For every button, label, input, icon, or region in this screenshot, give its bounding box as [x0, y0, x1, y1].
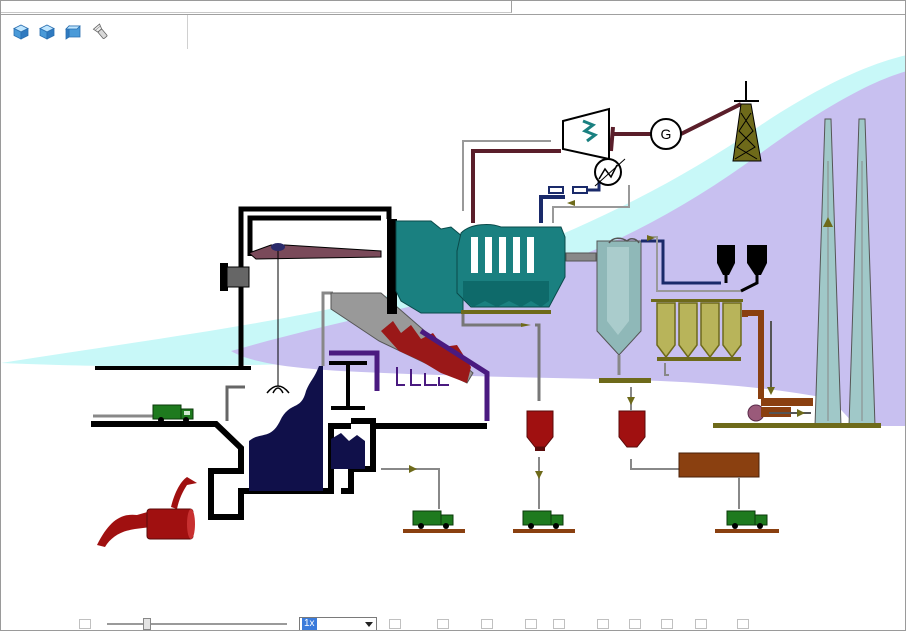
boiler	[387, 219, 565, 314]
slag-pipe	[381, 469, 439, 509]
ash-conveyor	[461, 310, 551, 314]
ash-truck	[513, 511, 575, 533]
crane-trolley	[271, 243, 285, 251]
toolbar	[1, 15, 188, 49]
gear-icon[interactable]	[737, 619, 749, 629]
timeline-slider-track[interactable]	[107, 623, 287, 625]
sludge-feed	[97, 477, 197, 547]
delivery-truck	[153, 405, 193, 423]
feed-chute-marker	[227, 387, 245, 421]
cube-view-button-1[interactable]	[11, 22, 31, 42]
residue-truck	[715, 511, 779, 533]
flue-duct	[566, 253, 596, 261]
flashlight-button[interactable]	[91, 22, 111, 42]
crane-grab	[267, 386, 289, 393]
cube-blue-icon	[65, 24, 81, 40]
edit-icon[interactable]	[525, 619, 537, 629]
transmission-tower	[733, 81, 761, 161]
flow-arrow	[409, 465, 417, 473]
ash-hopper-2	[619, 387, 679, 469]
play-icon[interactable]	[597, 619, 609, 629]
bottom-control-bar: 1x	[1, 615, 906, 631]
ash-hopper-1	[527, 411, 553, 509]
cube-view-button-3[interactable]	[63, 22, 83, 42]
zoom-value: 1x	[302, 618, 317, 630]
next-icon[interactable]	[695, 619, 707, 629]
generator-label: G	[661, 126, 672, 142]
pause-icon[interactable]	[629, 619, 641, 629]
incineration-plant-diagram: G	[1, 49, 906, 617]
step-back-icon[interactable]	[79, 619, 91, 629]
tool-icon[interactable]	[553, 619, 565, 629]
record-icon[interactable]	[389, 619, 401, 629]
flow-arrow	[567, 200, 575, 206]
crane-girder	[249, 245, 381, 259]
address-field[interactable]	[1, 1, 512, 13]
settings-icon[interactable]	[481, 619, 493, 629]
stop-icon[interactable]	[661, 619, 673, 629]
slag-truck	[403, 511, 465, 533]
chevron-down-icon	[365, 622, 373, 627]
top-bar	[1, 1, 906, 15]
cube-blue-icon	[13, 24, 29, 40]
waste-pile	[249, 366, 323, 491]
save-icon[interactable]	[437, 619, 449, 629]
condenser	[595, 159, 625, 186]
flashlight-icon	[92, 23, 110, 41]
timeline-slider-thumb[interactable]	[143, 618, 151, 630]
generator: G	[651, 119, 681, 149]
slag-pit	[331, 433, 365, 469]
residue-container	[679, 453, 759, 477]
crane-motor	[227, 267, 249, 287]
cube-view-button-2[interactable]	[37, 22, 57, 42]
zoom-select[interactable]: 1x	[299, 617, 377, 631]
steam-turbine	[563, 109, 609, 159]
cube-blue-icon	[39, 24, 55, 40]
